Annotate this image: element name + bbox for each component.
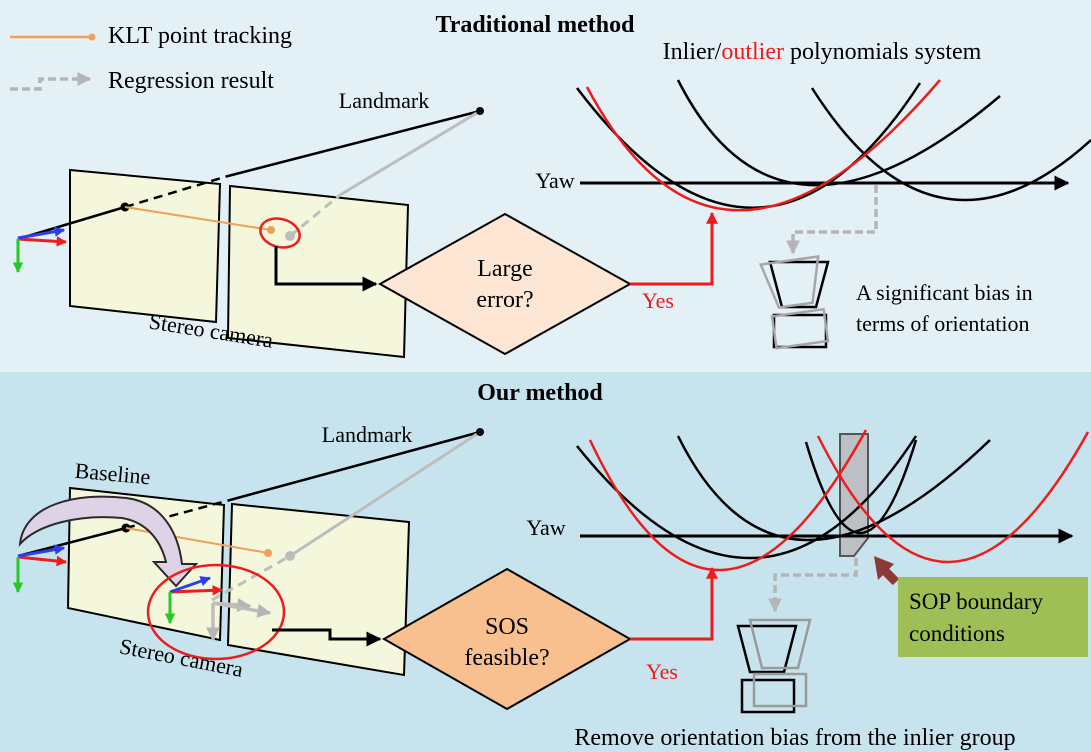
yes-arrow-bottom <box>630 566 718 641</box>
yes-label-bottom: Yes <box>646 659 678 684</box>
yaw-label-bottom: Yaw <box>526 515 565 540</box>
inlier-polynomial-1-bottom <box>576 435 918 560</box>
traditional-title: Traditional method <box>436 12 636 38</box>
left-image-plane-top <box>69 168 222 324</box>
camera-axis-blue-bottom <box>17 544 66 558</box>
outlier-polynomial-1-bottom <box>588 429 868 572</box>
regressed-point-top <box>285 231 295 241</box>
landmark-ray-left-far-bottom <box>229 430 481 502</box>
yaw-label-top: Yaw <box>535 168 574 193</box>
sos-highlight-bottom <box>146 563 286 661</box>
camera-icon-true-bottom <box>736 624 798 714</box>
yes-arrow-top <box>630 211 718 286</box>
regression-arrow-bottom <box>768 558 858 613</box>
regression-arrow-top <box>786 185 878 255</box>
klt-tracked-point-bottom <box>264 549 272 557</box>
regression-legend-label: Regression result <box>108 68 274 94</box>
landmark-ray-left-bottom <box>17 526 127 558</box>
landmark-label-top: Landmark <box>339 88 429 113</box>
landmark-ray-right-top <box>339 109 481 197</box>
remove-bias-caption: Remove orientation bias from the inlier … <box>574 725 1015 751</box>
klt-tracked-point-top <box>267 226 275 234</box>
klt-legend-label: KLT point tracking <box>108 23 292 49</box>
flow-arrow-to-decision-bottom <box>272 628 382 647</box>
landmark-label-bottom: Landmark <box>322 422 412 447</box>
camera-axis-x-red-bottom <box>17 555 68 567</box>
regression-legend-arrow <box>10 72 92 91</box>
outlier-polynomial-top <box>585 79 941 212</box>
inlier-polynomial-2-top <box>676 79 1001 187</box>
camera-axis-x-red-top <box>17 236 68 247</box>
right-camera-ghost-axis-z <box>212 601 272 618</box>
landmark-ray-right-bottom <box>289 430 481 558</box>
polynomials-caption: Inlier/outlier polynomials system <box>663 39 982 65</box>
regressed-point-bottom <box>285 551 295 561</box>
flow-arrow-to-decision-top <box>274 246 378 292</box>
landmark-point-top <box>476 107 484 115</box>
camera-axis-blue-top <box>17 226 66 240</box>
legend: KLT point tracking Regression result <box>10 23 292 94</box>
our-method-title: Our method <box>477 380 603 406</box>
baseline-arrow <box>18 495 199 588</box>
right-camera-axis-x-red <box>169 585 224 596</box>
inlier-polynomial-2-bottom <box>676 435 991 542</box>
inlier-polynomial-1-top <box>576 82 922 209</box>
decision-text-line2-bottom: feasible? <box>464 645 549 671</box>
camera-icon-corrected-bottom <box>748 618 812 708</box>
decision-text-line1-top: Large <box>477 256 533 282</box>
klt-legend-dot <box>88 33 96 41</box>
right-camera-axis-blue <box>169 576 211 594</box>
inlier-polynomial-3-top <box>810 87 1091 202</box>
sop-text-line2: conditions <box>909 621 1005 646</box>
landmark-ray-left-far-top <box>227 109 481 178</box>
bias-text-line1: A significant bias in <box>856 280 1033 305</box>
sop-text-line1: SOP boundary <box>909 589 1043 614</box>
outlier-polynomial-2-bottom <box>816 431 1090 564</box>
sop-pointer-arrow <box>874 556 894 580</box>
sop-boundary-box <box>898 577 1088 657</box>
landmark-ray-right-dashed-top <box>289 193 341 238</box>
klt-track-top <box>124 206 272 231</box>
camera-icon-biased-top <box>758 255 830 350</box>
left-image-plane-bottom <box>66 486 226 642</box>
sop-pointer-shaft <box>880 566 900 586</box>
decision-text-line2-top: error? <box>476 287 533 313</box>
inlier-polynomial-3-bottom <box>804 439 918 535</box>
yes-label-top: Yes <box>642 288 674 313</box>
bias-text-line2: terms of orientation <box>856 311 1030 336</box>
landmark-ray-left-dashed-top <box>124 174 229 209</box>
decision-text-line1-bottom: SOS <box>485 614 529 640</box>
landmark-point-bottom <box>476 428 484 436</box>
